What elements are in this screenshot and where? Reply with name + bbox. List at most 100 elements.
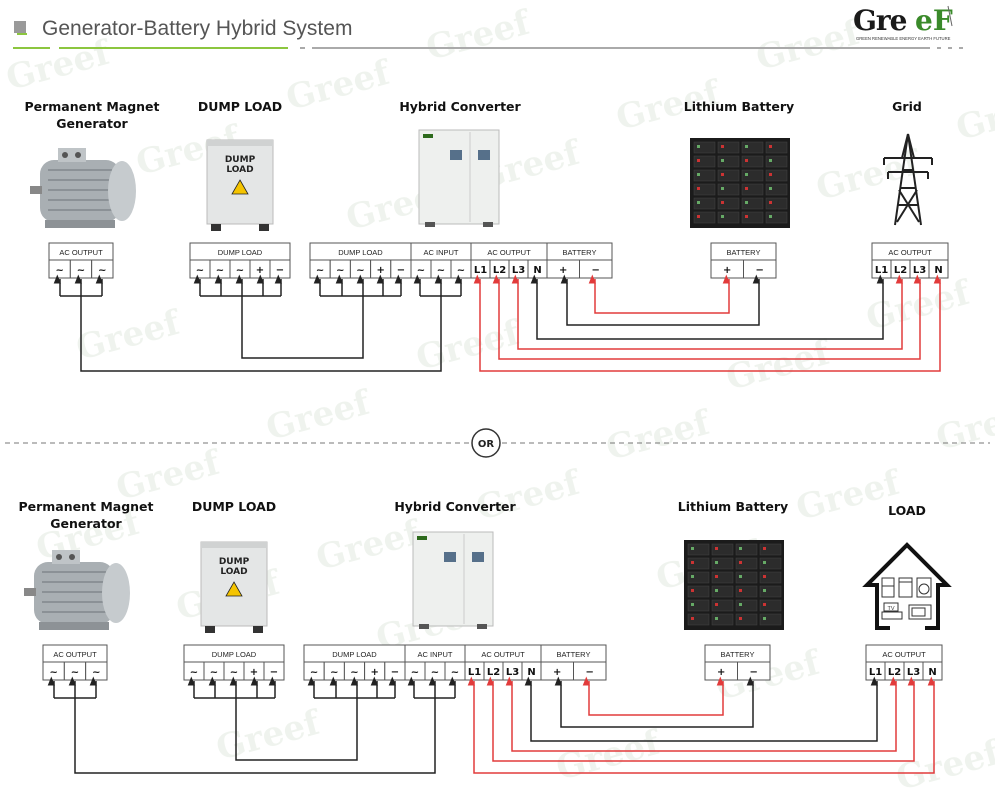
- equipment-bottom: DUMP LOAD: [24, 531, 784, 633]
- or-label: OR: [478, 439, 495, 450]
- battery-negative-wire: [554, 676, 754, 728]
- terminal: L2: [894, 265, 907, 276]
- block-header: AC OUTPUT: [481, 650, 525, 659]
- terminal: ~: [210, 667, 218, 678]
- svg-text:LOAD: LOAD: [220, 567, 247, 577]
- terminal-block-converter-ac-input: AC INPUT~~~: [410, 242, 472, 279]
- label-load: LOAD: [888, 503, 926, 518]
- terminal: L3: [907, 667, 920, 678]
- terminal: −: [586, 667, 594, 678]
- equipment-top: DUMP LOAD: [30, 129, 933, 231]
- terminal-block-converter-dump-load: DUMP LOAD~~~+−: [309, 242, 412, 279]
- terminal: L1: [468, 667, 481, 678]
- neutral-wire: [524, 676, 878, 742]
- terminal: +: [559, 265, 567, 276]
- label-generator-line2: Generator: [50, 516, 122, 531]
- generator-motor-image: [24, 550, 130, 630]
- greef-logo: Gre eF GREEN RENEWABLE ENERGY EARTH FUTU…: [853, 4, 953, 41]
- terminal: −: [756, 265, 764, 276]
- dump-load-cabinet-image: DUMP LOAD: [206, 139, 274, 231]
- svg-text:DUMP: DUMP: [225, 155, 256, 165]
- terminal: L2: [487, 667, 500, 678]
- label-grid: Grid: [892, 99, 922, 114]
- terminal-block-generator: AC OUTPUT~~~: [42, 644, 108, 681]
- terminal: ~: [71, 667, 79, 678]
- terminal: N: [928, 667, 936, 678]
- logo-tagline: GREEN RENEWABLE ENERGY EARTH FUTURE: [856, 36, 951, 41]
- terminal: L2: [888, 667, 901, 678]
- watermark: Greef: [952, 82, 995, 148]
- watermark: Greef: [552, 722, 666, 788]
- terminal-block-battery: BATTERY+−: [710, 242, 777, 279]
- terminal: ~: [417, 265, 425, 276]
- title-square-accent: [17, 33, 27, 35]
- terminal: ~: [196, 265, 204, 276]
- svg-text:LOAD: LOAD: [226, 165, 253, 175]
- watermark: Greef: [312, 512, 426, 578]
- terminal: ~: [350, 667, 358, 678]
- terminal: ~: [49, 667, 57, 678]
- label-converter: Hybrid Converter: [399, 99, 521, 114]
- terminal-blocks: AC OUTPUT~~~DUMP LOAD~~~+−DUMP LOAD~~~+−…: [42, 644, 943, 681]
- watermark: Greef: [282, 52, 396, 118]
- watermark: Greef: [602, 402, 716, 468]
- block-header: AC OUTPUT: [59, 248, 103, 257]
- label-generator-line2: Generator: [56, 116, 128, 131]
- terminal: −: [592, 265, 600, 276]
- block-header: AC INPUT: [417, 650, 452, 659]
- terminal: N: [533, 265, 541, 276]
- label-converter: Hybrid Converter: [394, 499, 516, 514]
- battery-negative-wire: [560, 274, 760, 326]
- terminal: +: [371, 667, 379, 678]
- l2-wire: [492, 274, 921, 360]
- hybrid-converter-image: [418, 129, 500, 227]
- terminal-block-generator: AC OUTPUT~~~: [48, 242, 114, 279]
- bottom-labels: Permanent Magnet Generator DUMP LOAD Hyb…: [18, 499, 925, 531]
- terminal: ~: [330, 667, 338, 678]
- terminal: ~: [316, 265, 324, 276]
- terminal-block-converter-ac-input: AC INPUT~~~: [404, 644, 466, 681]
- label-generator: Permanent Magnet: [24, 99, 159, 114]
- terminal-blocks: AC OUTPUT~~~DUMP LOAD~~~+−DUMP LOAD~~~+−…: [48, 242, 949, 279]
- terminal: −: [276, 265, 284, 276]
- block-header: BATTERY: [563, 248, 597, 257]
- wiring-top: AC OUTPUT~~~DUMP LOAD~~~+−DUMP LOAD~~~+−…: [48, 242, 949, 372]
- watermark: Greef: [752, 12, 866, 78]
- battery-positive-wire: [582, 676, 724, 716]
- l2-wire: [486, 676, 915, 762]
- label-dump-load: DUMP LOAD: [198, 99, 282, 114]
- block-header: BATTERY: [557, 650, 591, 659]
- terminal: +: [717, 667, 725, 678]
- block-header: DUMP LOAD: [212, 650, 257, 659]
- generator-motor-image: [30, 148, 136, 228]
- terminal-block-battery: BATTERY+−: [704, 644, 771, 681]
- watermark: Greef: [212, 702, 326, 768]
- watermark: Greef: [722, 332, 836, 398]
- terminal: ~: [356, 265, 364, 276]
- block-header: BATTERY: [721, 650, 755, 659]
- wires: [47, 676, 935, 774]
- battery-positive-wire: [588, 274, 730, 314]
- terminal: ~: [336, 265, 344, 276]
- block-header: AC OUTPUT: [487, 248, 531, 257]
- terminal: L1: [869, 667, 882, 678]
- block-header: DUMP LOAD: [338, 248, 383, 257]
- l3-wire: [505, 676, 897, 752]
- terminal-block-dump-load: DUMP LOAD~~~+−: [183, 644, 285, 681]
- terminal: N: [934, 265, 942, 276]
- terminal: ~: [310, 667, 318, 678]
- svg-text:DUMP: DUMP: [219, 557, 250, 567]
- watermark: Greef: [2, 32, 116, 98]
- terminal: ~: [457, 265, 465, 276]
- or-divider: OR: [5, 428, 990, 458]
- grid-tower-icon: [883, 133, 933, 226]
- terminal: −: [391, 667, 399, 678]
- dump-load-cabinet-image: DUMP LOAD: [200, 541, 268, 633]
- page-title: Generator-Battery Hybrid System: [42, 17, 352, 40]
- terminal-block-converter-battery: BATTERY + −: [546, 242, 613, 279]
- title-square-icon: [14, 21, 26, 33]
